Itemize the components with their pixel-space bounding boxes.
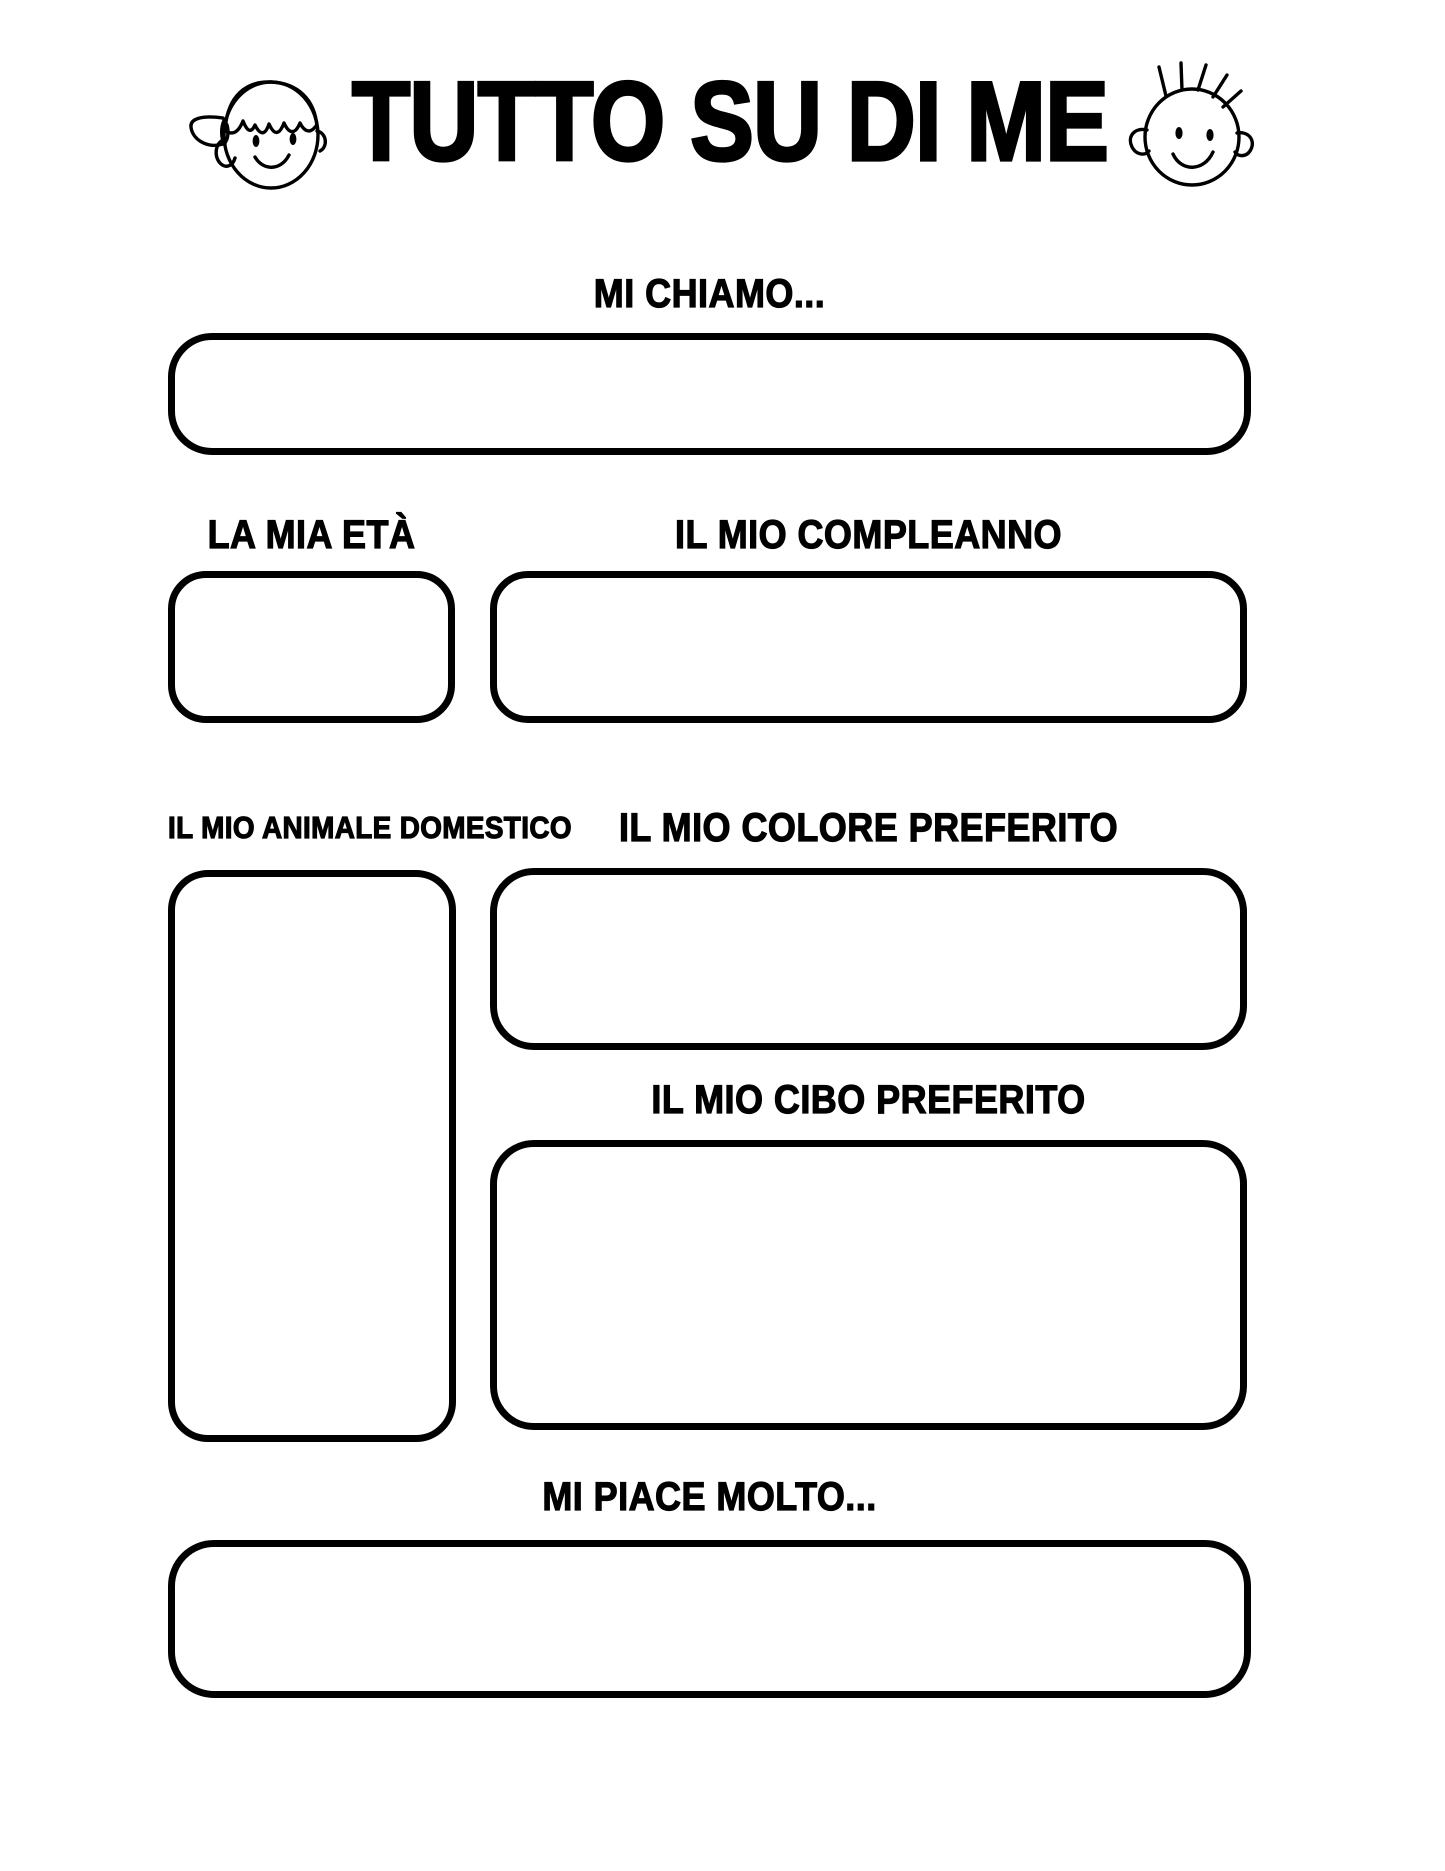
label-birthday: IL MIO COMPLEANNO: [674, 513, 1062, 557]
label-name: MI CHIAMO...: [593, 272, 826, 316]
label-likes: MI PIACE MOLTO...: [542, 1475, 877, 1519]
input-likes[interactable]: [168, 1540, 1251, 1698]
input-name[interactable]: [168, 333, 1251, 455]
label-pet: IL MIO ANIMALE DOMESTICO: [167, 810, 572, 845]
girl-face-icon: [188, 80, 327, 190]
input-favorite-food[interactable]: [490, 1140, 1247, 1430]
input-pet[interactable]: [168, 870, 456, 1442]
boy-face-icon: [1129, 61, 1255, 187]
label-age: LA MIA ETÀ: [207, 513, 416, 557]
input-birthday[interactable]: [490, 571, 1247, 723]
page-header: TUTTO SU DI ME: [0, 52, 1445, 192]
input-age[interactable]: [168, 571, 455, 723]
page-title: TUTTO SU DI ME: [350, 59, 1110, 185]
label-favorite-color: IL MIO COLORE PREFERITO: [618, 806, 1119, 850]
label-favorite-food: IL MIO CIBO PREFERITO: [651, 1078, 1086, 1122]
input-favorite-color[interactable]: [490, 868, 1247, 1050]
